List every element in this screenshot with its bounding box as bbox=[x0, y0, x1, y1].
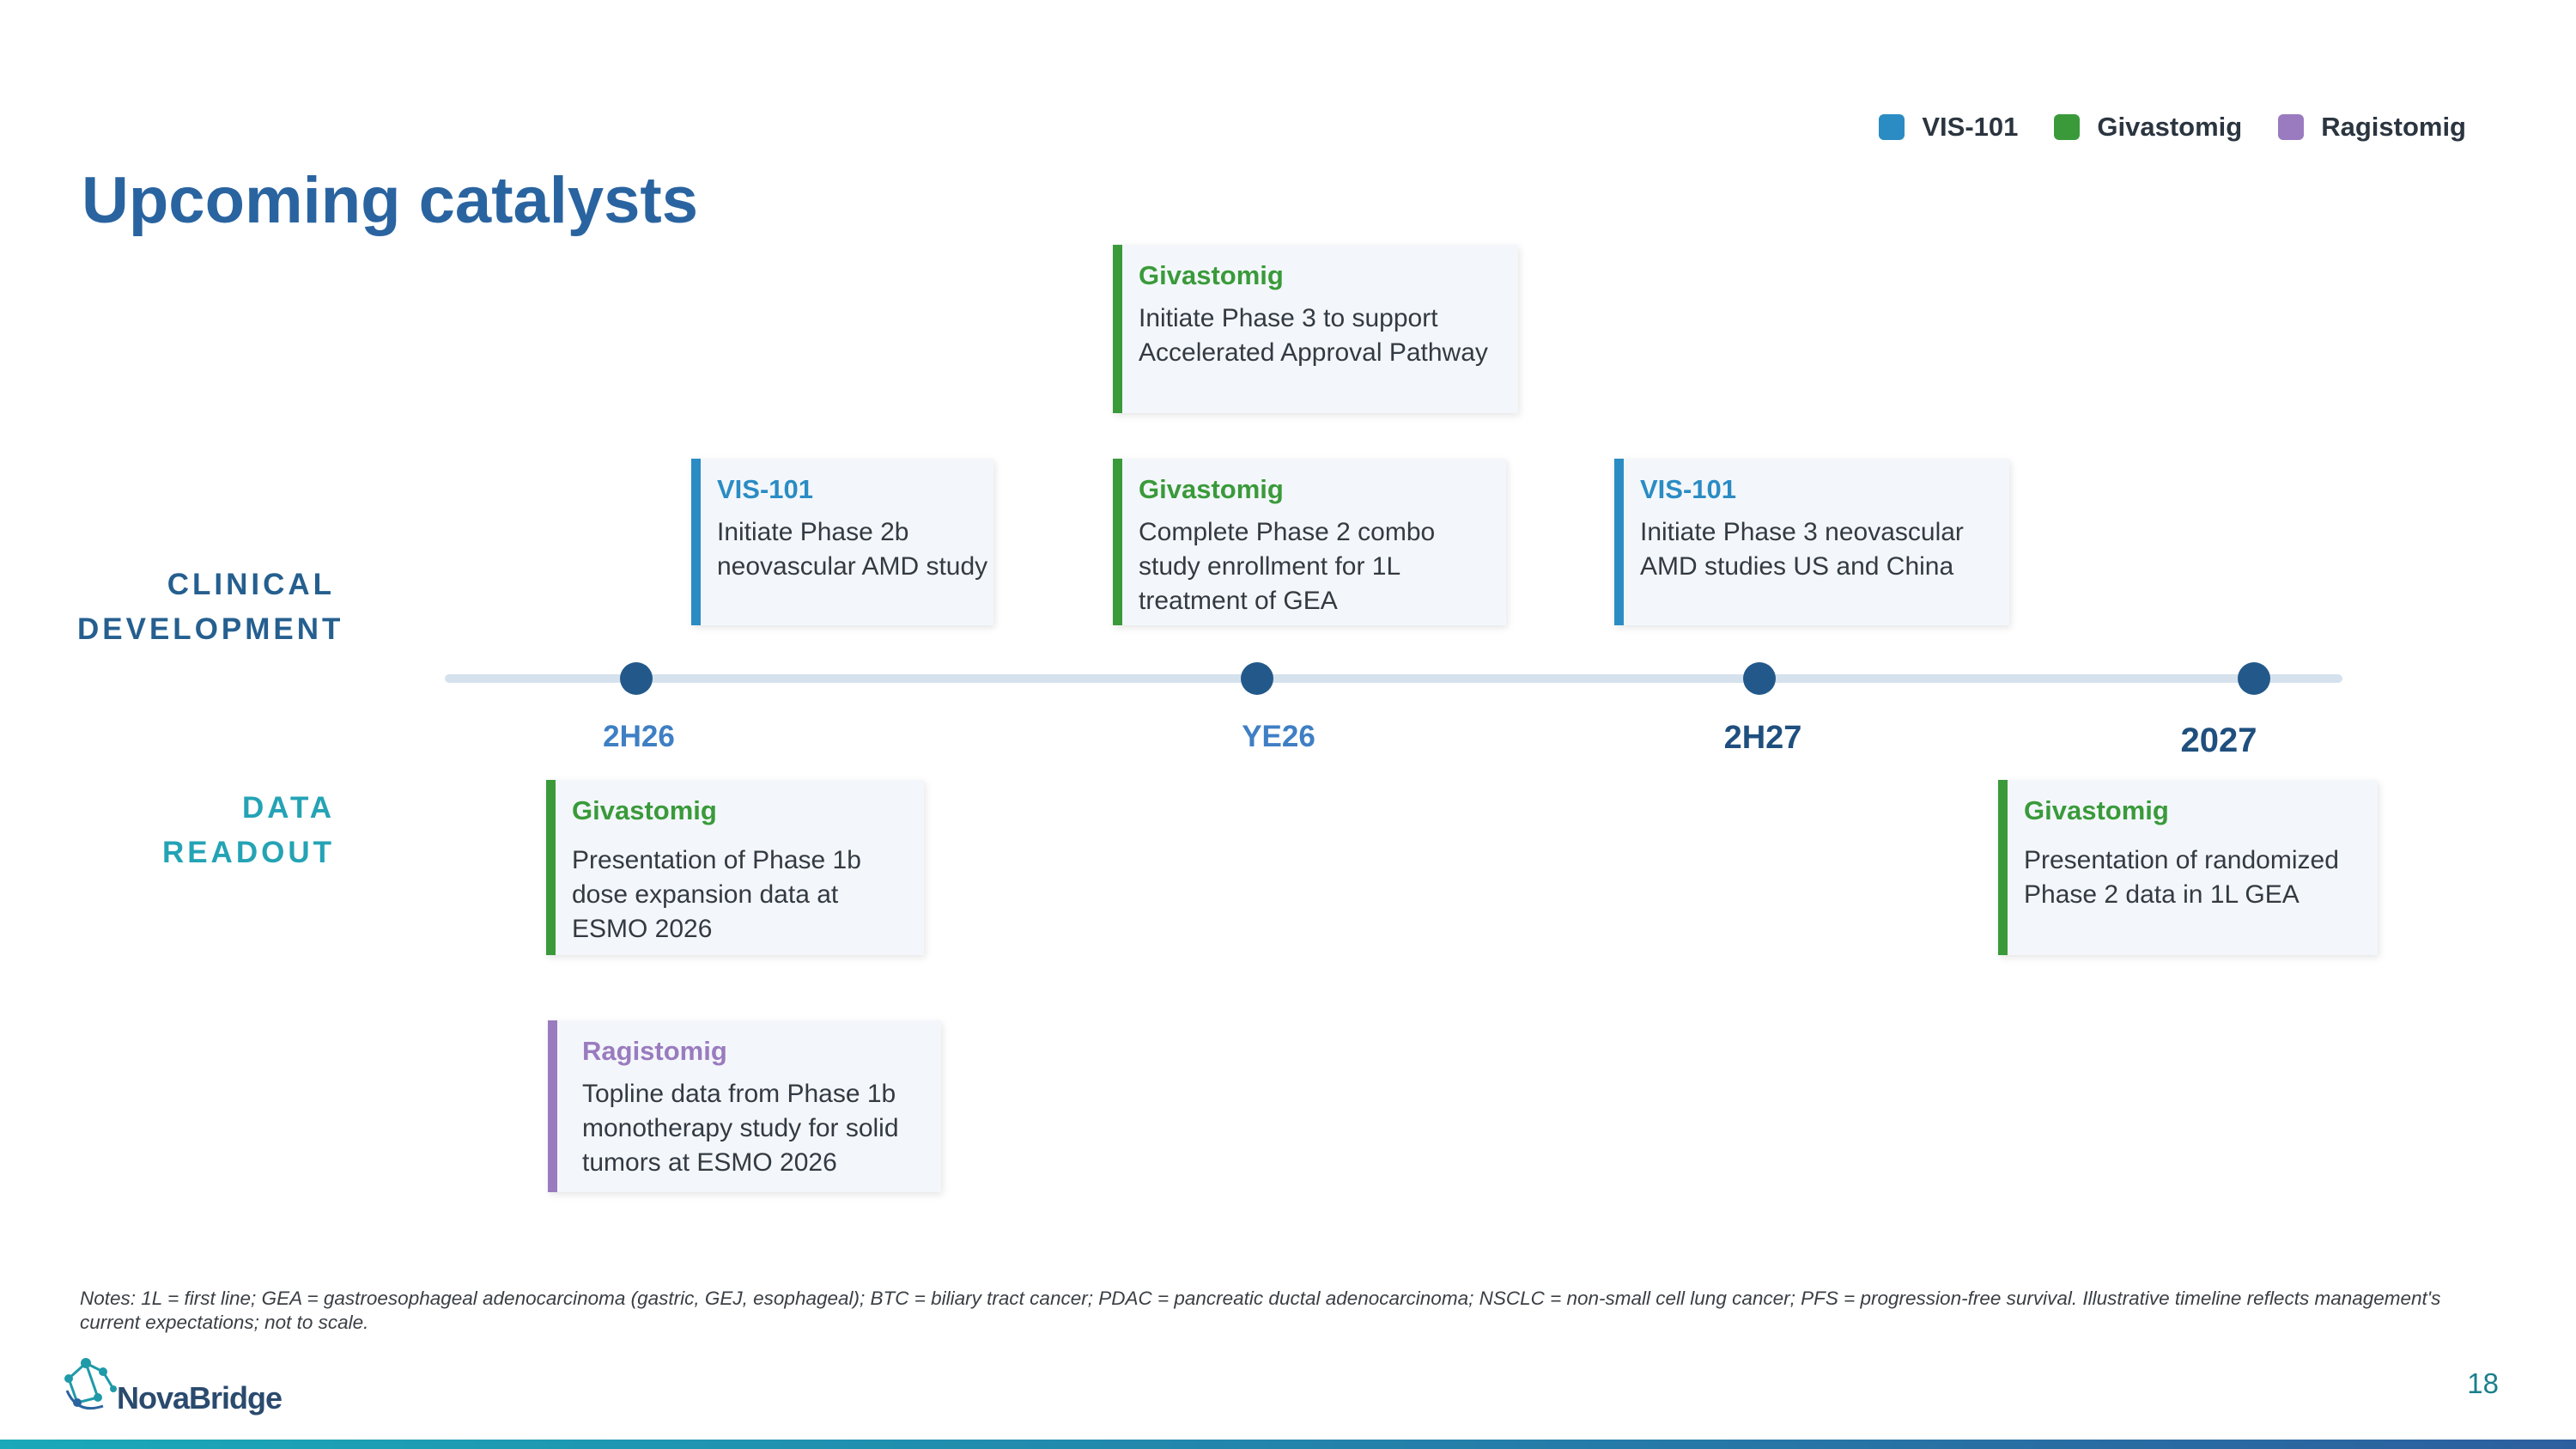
card-accent-bar bbox=[1998, 780, 2008, 955]
catalyst-card-givastomig-phase2-combo: Givastomig Complete Phase 2 combo study … bbox=[1113, 459, 1506, 625]
milestone-dot-2027 bbox=[2238, 662, 2270, 695]
milestone-label-2027: 2027 bbox=[2180, 721, 2257, 759]
row-label-clinical-development: CLINICAL DEVELOPMENT bbox=[77, 563, 344, 652]
catalyst-card-ragistomig-phase1b: Ragistomig Topline data from Phase 1b mo… bbox=[548, 1020, 941, 1192]
milestone-dot-ye26 bbox=[1241, 662, 1273, 695]
card-body: Presentation of randomized Phase 2 data … bbox=[2024, 846, 2339, 909]
card-title: Givastomig bbox=[2024, 795, 2169, 825]
card-accent-bar bbox=[691, 459, 701, 625]
card-body: Topline data from Phase 1b monotherapy s… bbox=[582, 1080, 899, 1177]
legend-item-ragistomig: Ragistomig bbox=[2278, 112, 2466, 143]
footer-gradient-bar bbox=[0, 1440, 2576, 1449]
milestone-label-ye26: YE26 bbox=[1242, 720, 1315, 753]
milestone-label-2h27: 2H27 bbox=[1723, 720, 1802, 756]
card-accent-bar bbox=[546, 780, 556, 955]
card-body: Presentation of Phase 1b dose expansion … bbox=[572, 846, 861, 943]
card-title: VIS-101 bbox=[1640, 474, 1737, 504]
page-number: 18 bbox=[2467, 1367, 2499, 1399]
milestone-label-2h26: 2H26 bbox=[603, 720, 675, 753]
page-title: Upcoming catalysts bbox=[82, 164, 698, 237]
footnotes: Notes: 1L = first line; GEA = gastroesop… bbox=[80, 1288, 2441, 1333]
legend-swatch-givastomig bbox=[2054, 114, 2081, 140]
card-title: Givastomig bbox=[1139, 260, 1284, 290]
novabridge-logo: NovaBridge bbox=[60, 1353, 283, 1422]
timeline-axis bbox=[445, 674, 2342, 683]
legend-label: VIS-101 bbox=[1922, 112, 2019, 142]
row-label-line: DEVELOPMENT bbox=[77, 612, 344, 646]
card-body: Complete Phase 2 combo study enrollment … bbox=[1139, 518, 1436, 615]
card-title: VIS-101 bbox=[717, 474, 814, 504]
legend-item-vis101: VIS-101 bbox=[1879, 112, 2018, 143]
row-label-data-readout: DATA READOUT bbox=[77, 786, 335, 875]
card-body: Initiate Phase 2b neovascular AMD study bbox=[717, 518, 988, 581]
legend: VIS-101 Givastomig Ragistomig bbox=[1843, 112, 2466, 143]
card-body: Initiate Phase 3 to support Accelerated … bbox=[1139, 304, 1488, 367]
network-icon bbox=[64, 1358, 117, 1410]
card-title: Givastomig bbox=[572, 795, 717, 825]
legend-swatch-ragistomig bbox=[2278, 114, 2305, 140]
catalyst-card-vis101-phase2b: VIS-101 Initiate Phase 2b neovascular AM… bbox=[691, 459, 993, 625]
catalyst-card-givastomig-phase3: Givastomig Initiate Phase 3 to support A… bbox=[1113, 245, 1518, 413]
card-title: Ragistomig bbox=[582, 1036, 727, 1066]
legend-swatch-vis101 bbox=[1879, 114, 1905, 140]
legend-label: Ragistomig bbox=[2321, 112, 2466, 142]
catalyst-card-givastomig-phase1b-esmo: Givastomig Presentation of Phase 1b dose… bbox=[546, 780, 924, 955]
legend-item-givastomig: Givastomig bbox=[2054, 112, 2242, 143]
row-label-line: DATA bbox=[241, 791, 335, 825]
card-accent-bar bbox=[1614, 459, 1624, 625]
row-label-line: CLINICAL bbox=[167, 568, 335, 601]
card-title: Givastomig bbox=[1139, 474, 1284, 504]
logo-wordmark: NovaBridge bbox=[117, 1380, 283, 1416]
card-body: Initiate Phase 3 neovascular AMD studies… bbox=[1640, 518, 1964, 581]
row-label-line: READOUT bbox=[161, 836, 335, 869]
milestone-dot-2h27 bbox=[1743, 662, 1776, 695]
card-accent-bar bbox=[1113, 459, 1122, 625]
card-accent-bar bbox=[548, 1020, 557, 1192]
catalyst-card-vis101-phase3: VIS-101 Initiate Phase 3 neovascular AMD… bbox=[1614, 459, 2009, 625]
legend-label: Givastomig bbox=[2097, 112, 2243, 142]
catalyst-card-givastomig-phase2-randomized: Givastomig Presentation of randomized Ph… bbox=[1998, 780, 2378, 955]
milestone-dot-2h26 bbox=[620, 662, 653, 695]
card-accent-bar bbox=[1113, 245, 1122, 413]
